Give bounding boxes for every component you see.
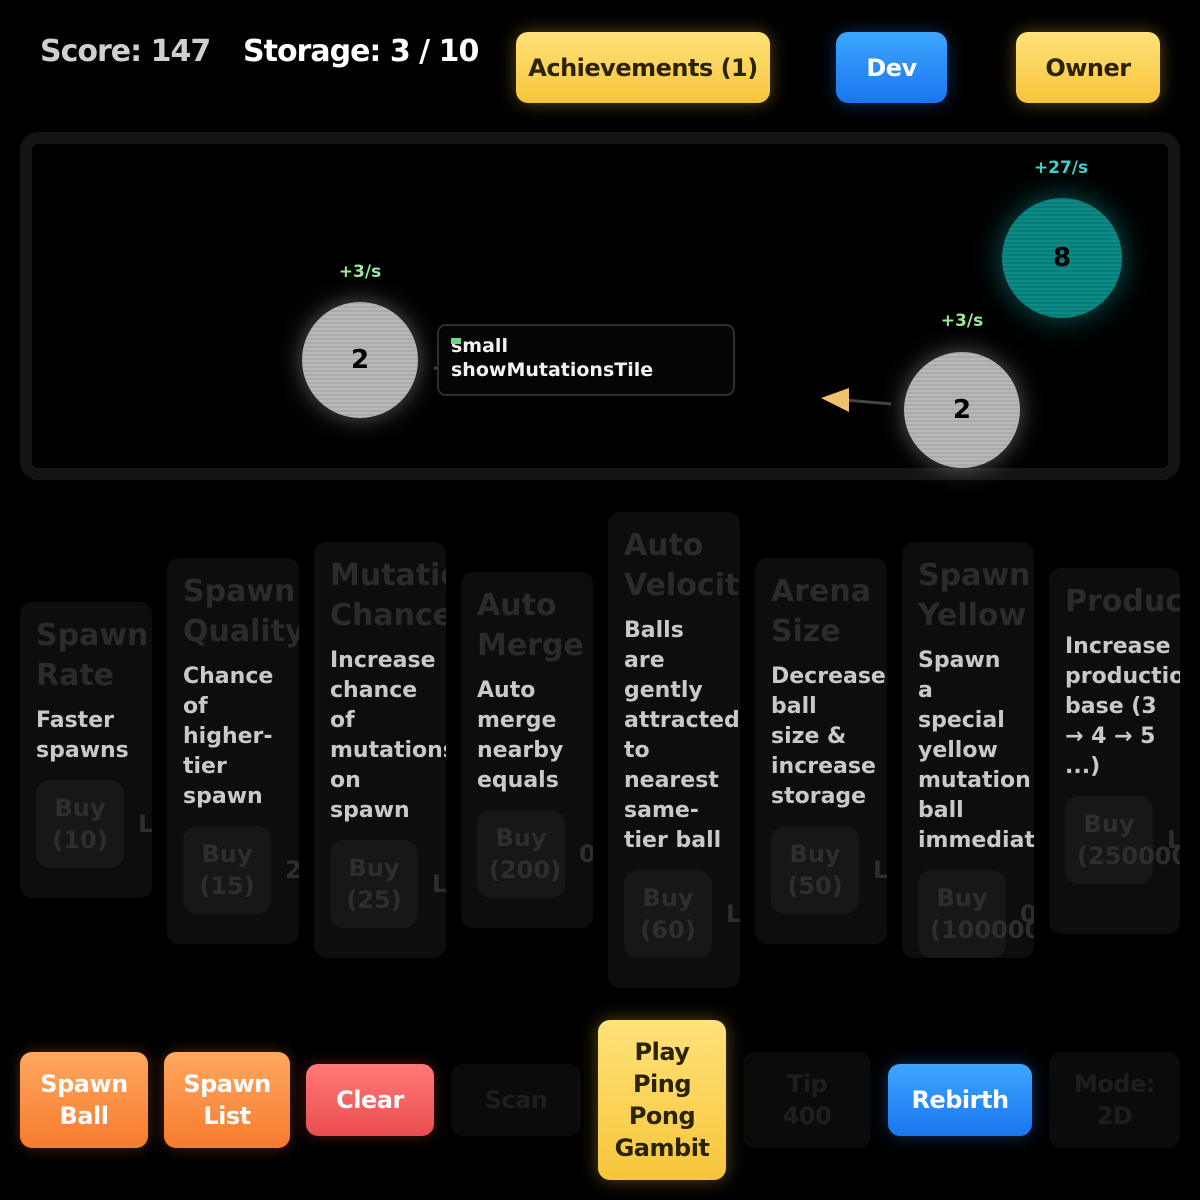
buy-button[interactable]: Buy(60): [624, 870, 712, 958]
upgrade-level: 0: [579, 840, 593, 868]
upgrade-level: L: [1167, 826, 1180, 854]
upgrade-desc: Balls are gently attracted to nearest sa…: [624, 618, 740, 853]
upgrade-desc: Spawn a special yellow mutation ball imm…: [918, 648, 1034, 853]
upgrade-card-production: Production Increase production base (3 →…: [1049, 568, 1180, 934]
buy-button[interactable]: Buy(100000): [918, 870, 1034, 958]
tooltip-size: small: [451, 335, 508, 357]
achievements-button[interactable]: Achievements (1): [516, 32, 770, 103]
buy-button[interactable]: Buy(200): [477, 810, 565, 898]
ball-tier-8-mutation[interactable]: 8: [1002, 198, 1122, 318]
mode-toggle-button[interactable]: Mode:2D: [1049, 1052, 1180, 1148]
upgrade-level: L 0: [432, 870, 446, 898]
velocity-arrow: [821, 388, 892, 412]
upgrade-desc: Chance of higher-tier spawn: [183, 664, 274, 809]
upgrade-level: L 0: [138, 810, 152, 838]
ball-tier-2[interactable]: 2: [904, 352, 1020, 468]
dev-button[interactable]: Dev: [836, 32, 947, 103]
upgrade-desc: Increase chance of mutations on spawn: [330, 648, 446, 823]
upgrade-desc: Decrease ball size & increase storage: [771, 664, 886, 809]
game-arena[interactable]: [20, 132, 1180, 480]
upgrade-card-mutation-chance: MutationChance Increase chance of mutati…: [314, 542, 446, 958]
buy-button[interactable]: Buy(10): [36, 780, 124, 868]
tooltip-indicator: [451, 338, 461, 344]
upgrade-level: L 0: [726, 900, 740, 928]
score-display: Score: 147: [40, 34, 211, 69]
upgrade-level: L 0: [873, 856, 887, 884]
upgrade-card-auto-velocity: AutoVelocity Balls are gently attracted …: [608, 512, 740, 988]
upgrade-level: 0: [1020, 900, 1034, 928]
scan-button[interactable]: Scan: [451, 1064, 581, 1136]
upgrade-title: MutationChance: [330, 558, 446, 633]
upgrade-desc: Faster spawns: [36, 708, 129, 763]
upgrade-level: 2: [285, 856, 299, 884]
ball-rate-label: +27/s: [1033, 158, 1089, 178]
owner-button[interactable]: Owner: [1016, 32, 1160, 103]
upgrade-desc: Auto merge nearby equals: [477, 678, 564, 793]
ball-tier-2[interactable]: 2: [302, 302, 418, 418]
ball-rate-label: +3/s: [940, 311, 984, 331]
rebirth-button[interactable]: Rebirth: [888, 1064, 1032, 1136]
clear-button[interactable]: Clear: [306, 1064, 434, 1136]
upgrade-title: Production: [1065, 584, 1180, 619]
buy-button[interactable]: Buy(250000): [1065, 796, 1180, 884]
upgrade-desc: Increase production base (3 → 4 → 5 ...): [1065, 634, 1180, 779]
ball-tooltip: small showMutationsTile: [437, 324, 735, 396]
ball-rate-label: +3/s: [338, 262, 382, 282]
upgrade-title: AutoVelocity: [624, 528, 740, 603]
buy-button[interactable]: Buy(15): [183, 826, 271, 914]
tooltip-tile: showMutationsTile: [451, 359, 654, 381]
buy-button[interactable]: Buy(50): [771, 826, 859, 914]
buy-button[interactable]: Buy(25): [330, 840, 418, 928]
storage-display: Storage: 3 / 10: [243, 34, 479, 69]
